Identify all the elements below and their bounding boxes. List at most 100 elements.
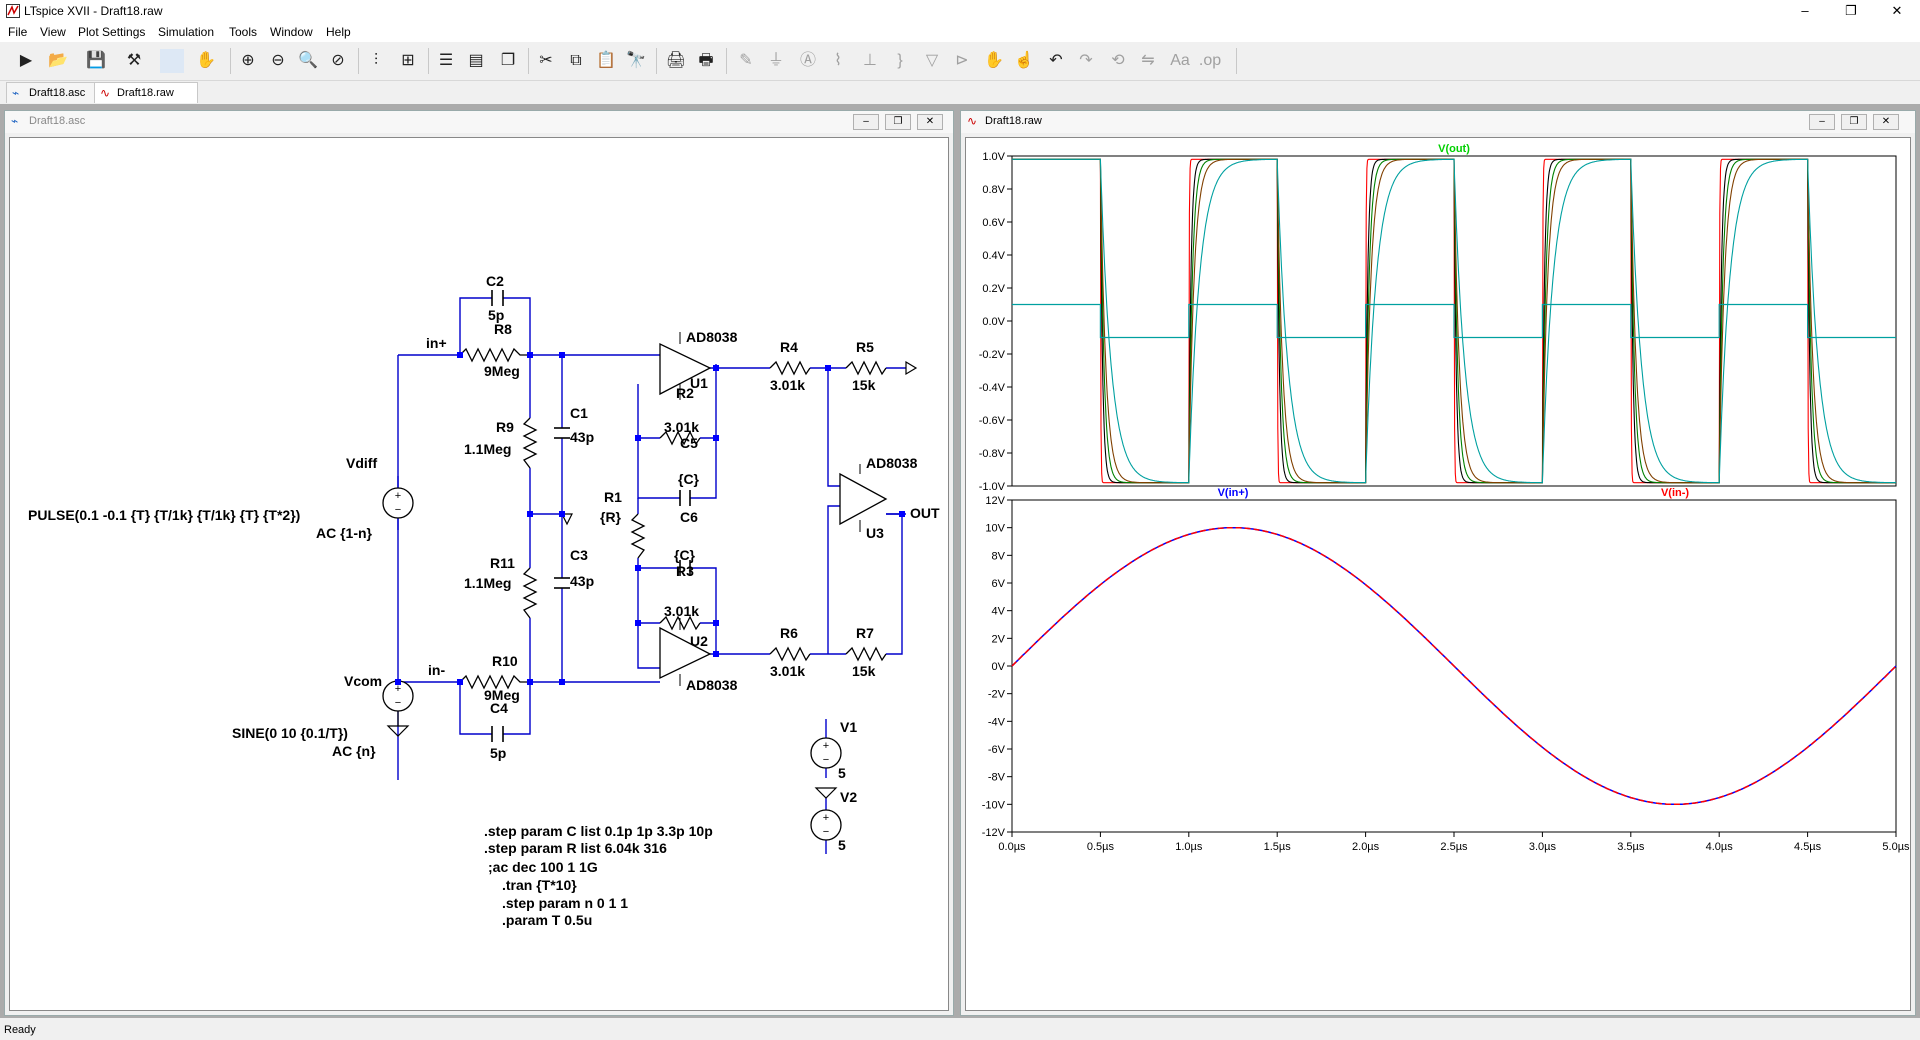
schematic-window-titlebar: ⌁ Draft18.asc – ❐ ✕ [5,111,953,133]
tab-draft18-raw[interactable]: ∿ Draft18.raw [94,82,198,103]
undo-icon[interactable]: ↶ [1049,52,1063,69]
x-tick-label: 2.0µs [1352,841,1380,853]
minimize-button[interactable]: – [1809,114,1835,130]
schematic-window: ⌁ Draft18.asc – ❐ ✕ [4,110,954,1016]
menu-file[interactable]: File [8,25,28,39]
svg-text:−: − [823,754,829,766]
zoom-cancel-icon[interactable]: ⊘ [331,52,345,69]
autorange-icon[interactable]: ⫶ [373,52,378,69]
capacitor-icon[interactable]: ⊥ [863,52,877,69]
wire-icon[interactable]: ✎ [739,52,753,69]
tile-vertical-icon[interactable]: ▤ [468,52,484,69]
document-tabs: ⌁ Draft18.asc ∿ Draft18.raw [0,81,1920,103]
y-tick-label: 0V [992,661,1006,673]
pane-vin[interactable]: 12V10V8V6V4V2V0V-2V-4V-6V-8V-10V-12VV(in… [982,487,1897,839]
print-preview-icon[interactable]: 🖶 [698,52,714,69]
cut-icon[interactable]: ✂ [539,52,553,69]
vdiff-ref: Vdiff [346,455,377,471]
c5-value: {C} [678,471,700,487]
directive-5: .step param n 0 1 1 [502,895,628,911]
trace-vout-step-5 [1012,158,1897,484]
component-icon[interactable]: ⊳ [955,52,969,69]
close-button[interactable]: ✕ [1891,3,1903,18]
waveform-icon: ∿ [967,114,978,128]
menu-simulation[interactable]: Simulation [158,25,215,39]
r10-ref: R10 [492,653,518,669]
text-icon[interactable]: Aa [1170,52,1190,69]
svg-text:+: + [395,683,401,695]
r11-ref: R11 [490,555,515,571]
copy-icon[interactable]: ⧉ [570,52,582,69]
trace-vout-small [1012,303,1896,339]
trace-label: V(in+) [1218,487,1249,499]
maximize-button[interactable]: ❐ [1845,3,1857,18]
r8-value: 9Meg [484,363,520,379]
tile-horizontal-icon[interactable]: ☰ [438,52,454,69]
find-icon[interactable]: 🔭 [626,52,646,69]
y-tick-label: -2V [988,689,1006,701]
restore-button[interactable]: ❐ [1841,114,1867,130]
y-tick-label: 1.0V [982,151,1005,163]
y-tick-label: -0.4V [979,382,1006,394]
u3-value: AD8038 [866,455,918,471]
ground-icon[interactable]: ⏚ [767,52,784,69]
tab-draft18-asc[interactable]: ⌁ Draft18.asc [6,82,100,103]
minimize-button[interactable]: – [853,114,879,130]
menu-tools[interactable]: Tools [229,25,258,39]
run-icon[interactable]: ▶ [19,52,33,69]
schematic-canvas[interactable]: +− +− +− +− [9,137,949,1011]
r9-value: 1.1Meg [464,441,511,457]
add-trace-icon[interactable]: ⊞ [401,52,415,69]
x-tick-label: 4.5µs [1794,841,1822,853]
x-tick-label: 0.5µs [1087,841,1115,853]
pane-vout[interactable]: 1.0V0.8V0.6V0.4V0.2V0.0V-0.2V-0.4V-0.6V-… [979,143,1897,493]
svg-text:−: − [823,826,829,838]
menu-view[interactable]: View [40,25,66,39]
resistor-icon[interactable]: ⌇ [834,52,842,69]
r11-value: 1.1Meg [464,575,511,591]
mirror-icon[interactable]: ⇋ [1141,52,1155,69]
close-button[interactable]: ✕ [1873,114,1899,130]
menu-plot-settings[interactable]: Plot Settings [78,25,146,39]
rotate-icon[interactable]: ⟲ [1111,52,1125,69]
paste-icon[interactable]: 📋 [596,52,616,69]
trace-label: V(in-) [1661,487,1689,499]
c6-ref: C6 [680,509,698,525]
pan-icon[interactable]: ✋ [196,52,216,69]
zoom-area-icon[interactable]: 🔍 [298,52,318,69]
halt-icon[interactable] [160,49,184,73]
redo-icon[interactable]: ↷ [1079,52,1093,69]
drag-icon[interactable]: ☝ [1014,52,1034,69]
y-tick-label: -0.8V [979,448,1006,460]
minimize-button[interactable]: – [1801,3,1809,18]
c3-ref: C3 [570,547,588,563]
status-text: Ready [4,1024,36,1036]
control-panel-icon[interactable]: ⚒ [126,52,142,69]
open-icon[interactable]: 📂 [48,52,68,69]
cascade-icon[interactable]: ❐ [500,52,516,69]
u1-ref: U1 [690,375,708,391]
inductor-icon[interactable]: } [897,52,903,69]
r2-ref: R2 [676,385,694,401]
zoom-in-icon[interactable]: ⊕ [241,52,255,69]
svg-text:+: + [395,490,401,502]
u2-ref: U2 [690,633,708,649]
menu-help[interactable]: Help [326,25,351,39]
restore-button[interactable]: ❐ [885,114,911,130]
move-icon[interactable]: ✋ [984,52,1004,69]
label-icon[interactable]: Ⓐ [799,52,816,69]
close-button[interactable]: ✕ [917,114,943,130]
diode-icon[interactable]: ▽ [925,52,939,69]
save-icon[interactable]: 💾 [86,52,106,69]
r4-ref: R4 [780,339,798,355]
y-tick-label: -10V [982,799,1006,811]
y-tick-label: 0.4V [982,250,1005,262]
zoom-out-icon[interactable]: ⊖ [271,52,285,69]
spice-directive-icon[interactable]: .op [1198,52,1222,69]
directive-3: ;ac dec 100 1 1G [488,859,598,875]
r10-value: 9Meg [484,687,520,703]
print-icon[interactable]: 🖨 [665,52,687,69]
ltspice-logo-icon [6,4,20,21]
menu-window[interactable]: Window [270,25,313,39]
